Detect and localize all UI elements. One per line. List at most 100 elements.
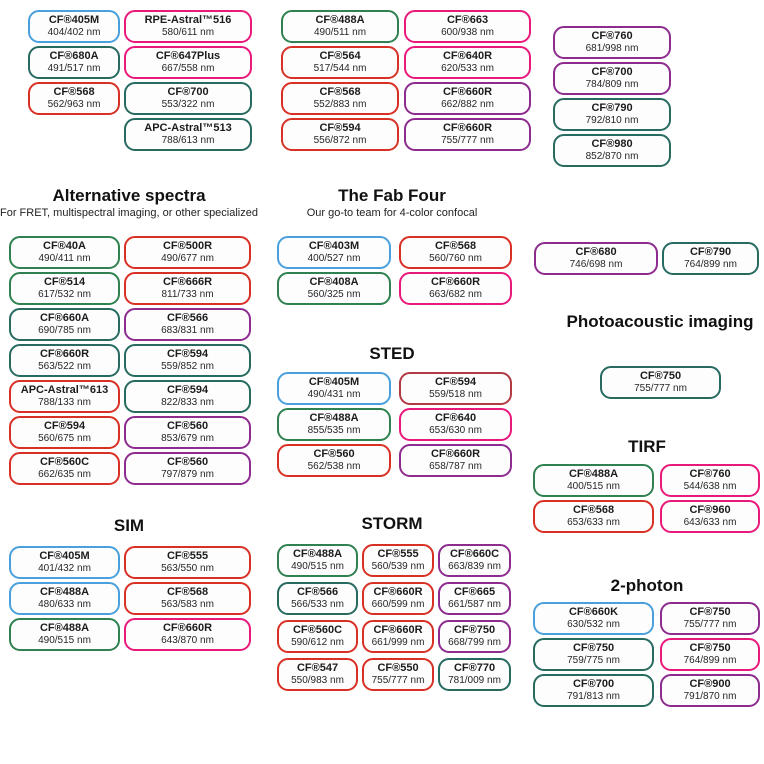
dye-wavelengths: 755/777 nm	[441, 135, 494, 146]
alternative-spectra-subtitle: For FRET, multispectral imaging, or othe…	[0, 207, 258, 219]
dye-wavelengths: 661/587 nm	[448, 599, 501, 610]
dye-name: CF®700	[591, 66, 633, 78]
dye-wavelengths: 490/431 nm	[307, 389, 361, 400]
dye-wavelengths: 746/698 nm	[569, 259, 623, 270]
dye-name: CF®660R	[442, 86, 493, 98]
dye-wavelengths: 759/775 nm	[567, 655, 620, 666]
dye-name: CF®660R	[442, 122, 493, 134]
dye-name: CF®660R	[430, 276, 481, 288]
dye-name: CF®660R	[162, 622, 213, 634]
dye-name: CF®663	[446, 14, 489, 26]
dye-wavelengths: 852/870 nm	[585, 151, 639, 162]
dye-name: CF®560	[313, 448, 355, 460]
dye-wavelengths: 755/777 nm	[371, 675, 425, 686]
dye-name: CF®550	[377, 662, 419, 674]
dye-name: CF®568	[319, 86, 361, 98]
dye-wavelengths: 788/613 nm	[161, 135, 215, 146]
dye-wavelengths: 560/675 nm	[38, 433, 91, 444]
dye-name: CF®660K	[568, 606, 619, 618]
dye-name: CF®594	[166, 384, 209, 396]
dye-wavelengths: 590/612 nm	[291, 637, 344, 648]
dye-name: CF®760	[689, 468, 731, 480]
dye-wavelengths: 404/402 nm	[47, 27, 101, 38]
dye-wavelengths: 791/870 nm	[683, 691, 737, 702]
dye-name: CF®750	[572, 642, 615, 654]
dye-name: CF®560C	[39, 456, 90, 468]
tirf-title: TIRF	[628, 437, 666, 456]
dye-wavelengths: 643/870 nm	[161, 635, 214, 646]
dye-name: RPE-Astral™516	[144, 14, 232, 26]
fab-four-subtitle: Our go-to team for 4-color confocal	[306, 207, 478, 219]
dye-name: CF®640R	[442, 50, 493, 62]
dye-wavelengths: 580/611 nm	[161, 27, 215, 38]
dye-name: CF®900	[689, 678, 731, 690]
dye-wavelengths: 490/515 nm	[291, 561, 344, 572]
dye-wavelengths: 653/630 nm	[429, 425, 482, 436]
dye-name: CF®566	[296, 586, 339, 598]
dye-wavelengths: 681/998 nm	[585, 43, 639, 54]
dye-name: CF®405M	[39, 550, 90, 562]
dye-name: CF®408A	[309, 276, 359, 288]
dye-name: CF®488A	[39, 586, 90, 598]
dye-name: CF®980	[591, 138, 633, 150]
dye-name: CF®680	[575, 246, 617, 258]
dye-name: CF®750	[689, 642, 731, 654]
dye-wavelengths: 560/760 nm	[429, 253, 482, 264]
dye-wavelengths: 617/532 nm	[38, 289, 91, 300]
dye-wavelengths: 490/515 nm	[38, 635, 91, 646]
dye-wavelengths: 559/518 nm	[429, 389, 482, 400]
dye-name: CF®660R	[430, 448, 481, 460]
dye-name: CF®405M	[308, 376, 360, 388]
dye-name: CF®560C	[292, 624, 343, 636]
dye-wavelengths: 663/682 nm	[429, 289, 482, 300]
dye-name: CF®750	[453, 624, 496, 636]
dye-name: CF®750	[639, 370, 682, 382]
dye-name: CF®555	[377, 548, 419, 560]
dye-wavelengths: 490/677 nm	[161, 253, 214, 264]
dye-wavelengths: 667/558 nm	[161, 63, 215, 74]
dye-name: CF®770	[453, 662, 496, 674]
sted-title: STED	[369, 344, 415, 363]
